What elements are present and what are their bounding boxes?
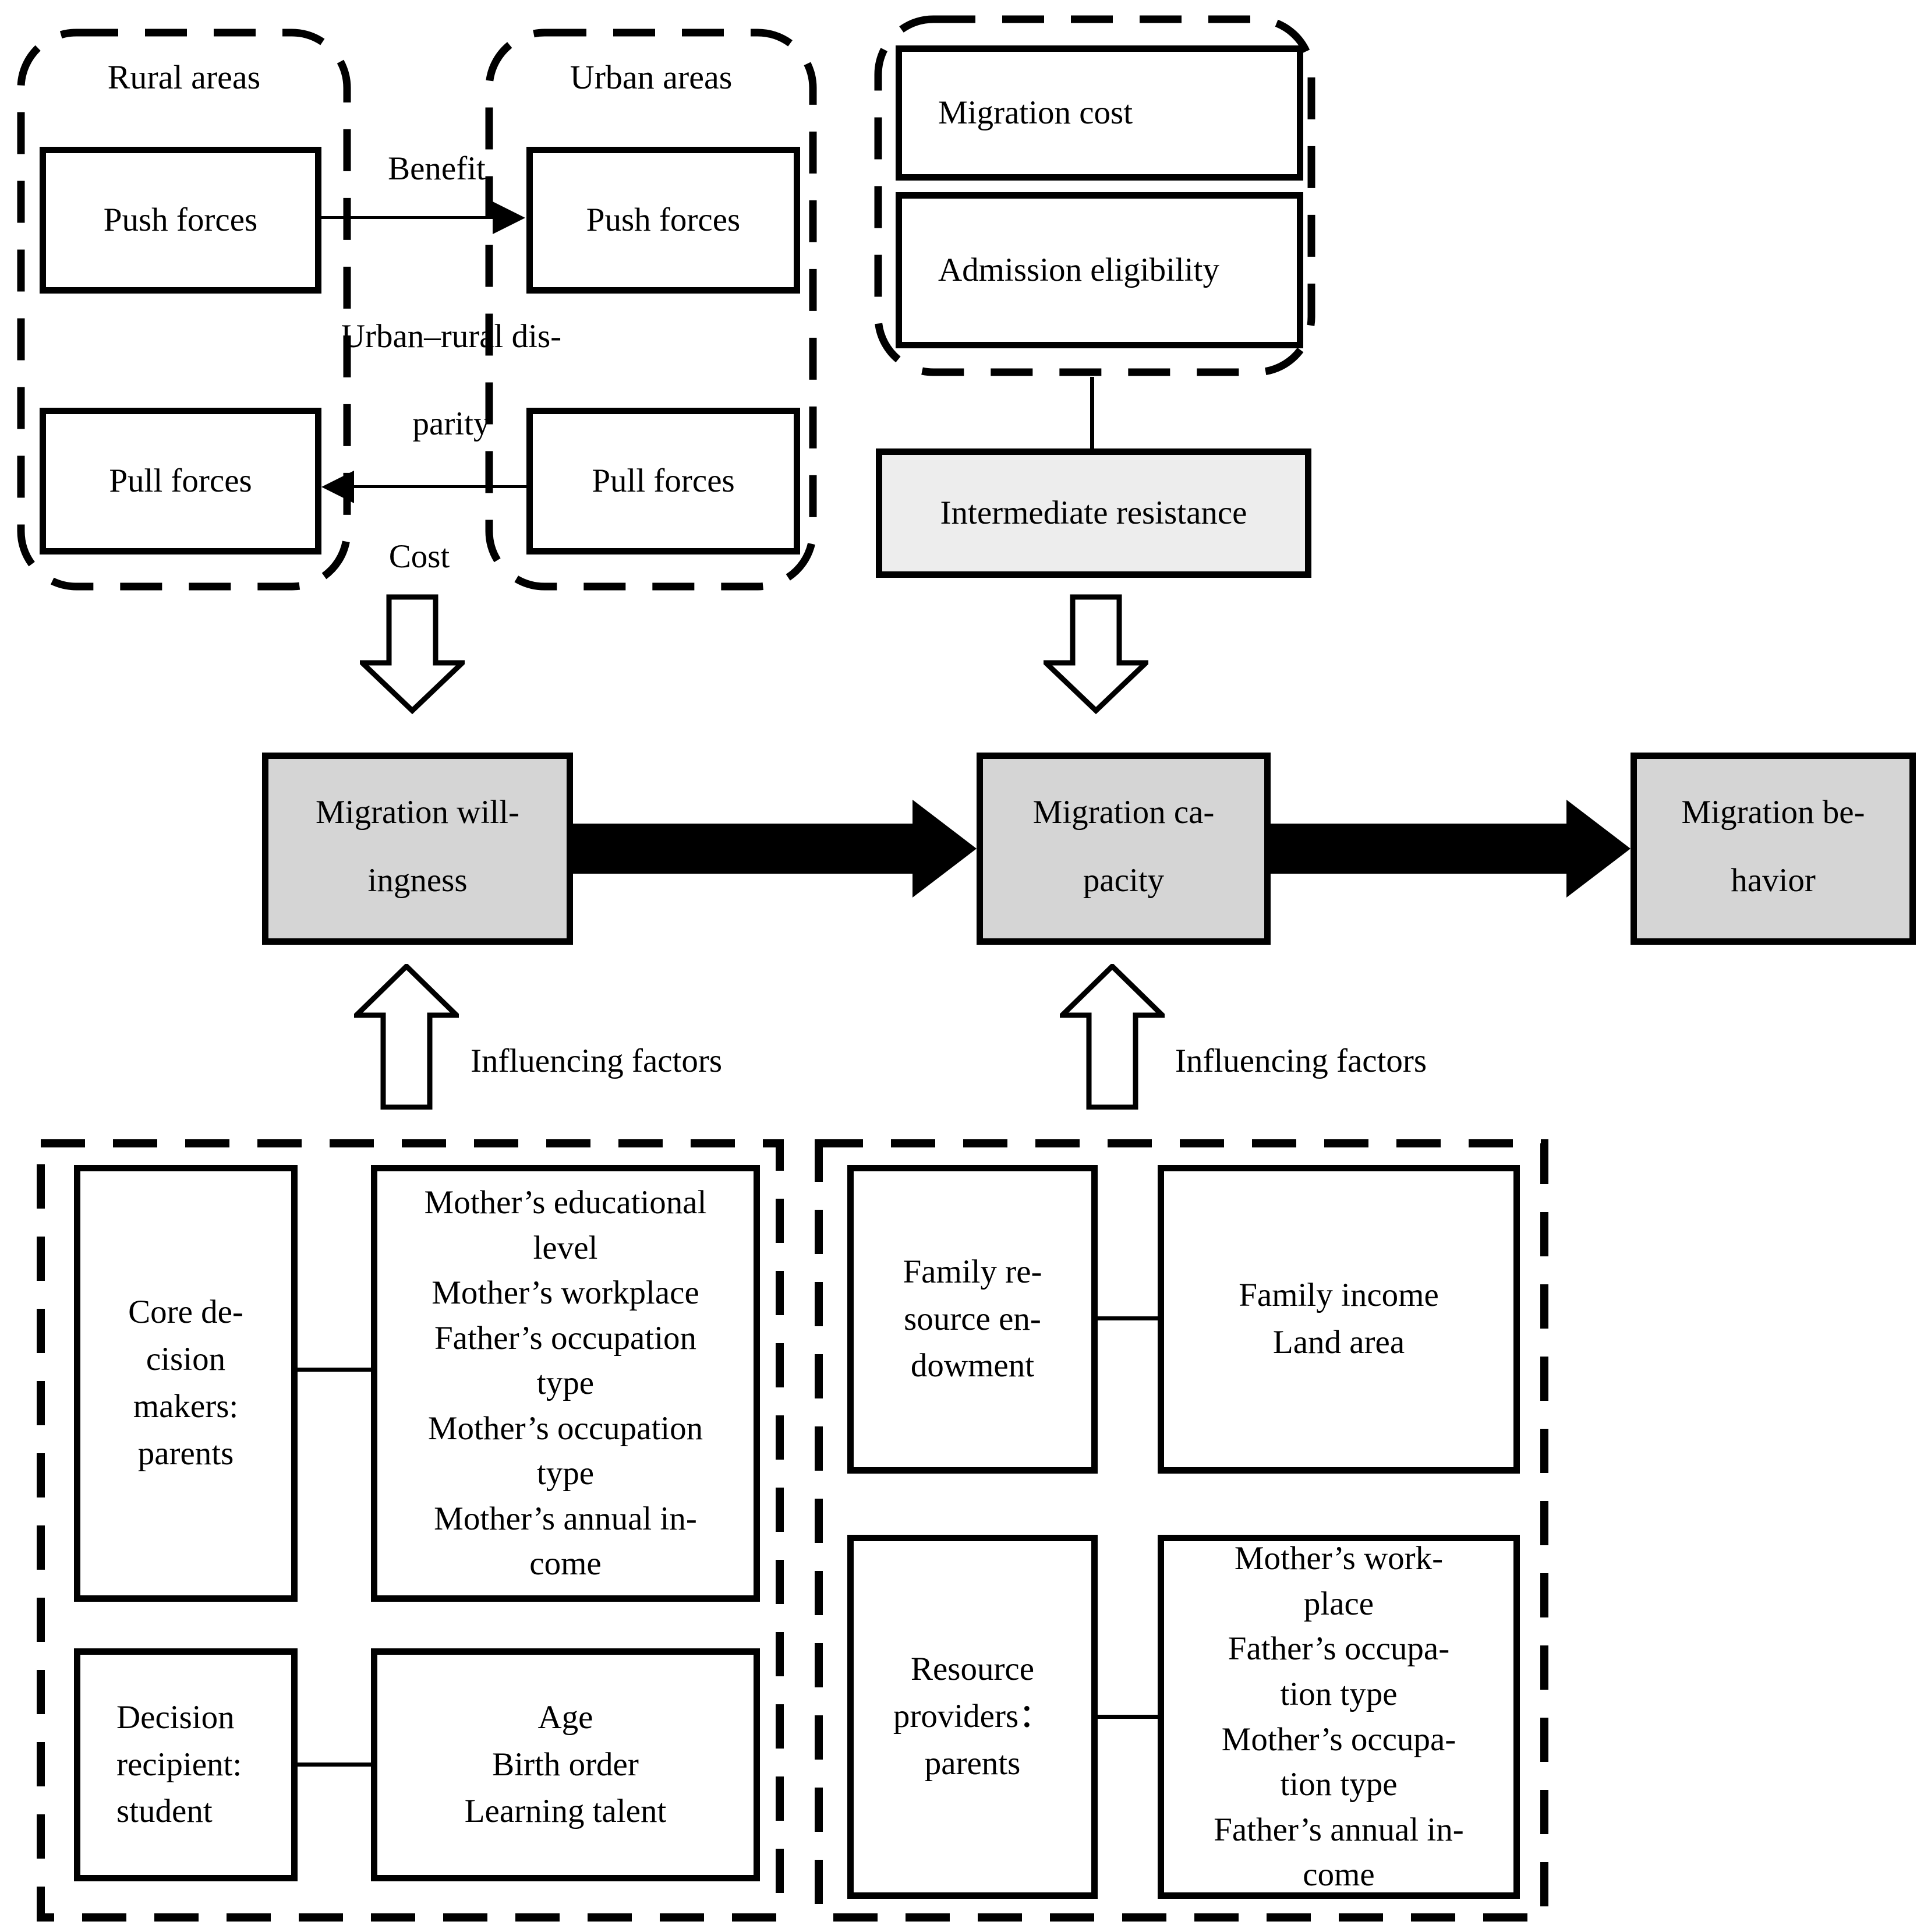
rural-pull-forces-box: Pull forces — [40, 408, 321, 554]
family-factors-label: Family income Land area — [1239, 1277, 1439, 1361]
migration-cost-label: Migration cost — [938, 94, 1133, 131]
providers-connector-line — [1098, 1715, 1158, 1719]
up-block-arrow-right-icon — [1060, 964, 1165, 1110]
migration-willingness-line2: ingness — [367, 862, 468, 899]
urban-push-forces-box: Push forces — [526, 147, 800, 294]
core-decision-makers-box: Core de- cision makers: parents — [74, 1165, 298, 1602]
recipient-connector-line — [298, 1763, 371, 1767]
providers-factors-label: Mother’s work- place Father’s occupa- ti… — [1214, 1540, 1464, 1894]
down-block-arrow-right-icon — [1044, 594, 1148, 715]
thick-arrow-1-shaft — [573, 824, 914, 874]
resistance-connector-line — [1090, 377, 1094, 448]
parents-factors-label: Mother’s educational level Mother’s work… — [424, 1184, 707, 1583]
family-resource-label: Family re- source en- dowment — [903, 1253, 1042, 1384]
migration-cost-box: Migration cost — [896, 45, 1303, 181]
migration-capacity-line1: Migration ca- — [1032, 794, 1215, 831]
migration-willingness-box: Migration will- ingness — [262, 753, 573, 945]
resource-providers-box: Resource providers： parents — [847, 1535, 1098, 1899]
family-resource-box: Family re- source en- dowment — [847, 1165, 1098, 1474]
cost-label: Cost — [388, 538, 450, 575]
benefit-arrow-line — [321, 216, 496, 219]
thick-arrow-2-shaft — [1271, 824, 1566, 874]
thick-arrow-2-head-icon — [1566, 800, 1631, 898]
rural-pull-forces-label: Pull forces — [109, 462, 252, 499]
rural-push-forces-label: Push forces — [103, 201, 258, 238]
benefit-arrowhead-icon — [493, 202, 525, 234]
influencing-factors-left-label: Influencing factors — [471, 1043, 723, 1079]
migration-behavior-box: Migration be- havior — [1631, 753, 1916, 945]
student-factors-box: Age Birth order Learning talent — [371, 1648, 760, 1881]
rural-push-forces-box: Push forces — [40, 147, 321, 294]
migration-behavior-line1: Migration be- — [1681, 794, 1865, 831]
capacity-factors-dashed-outline — [815, 1139, 1548, 1922]
providers-factors-box: Mother’s work- place Father’s occupa- ti… — [1158, 1535, 1520, 1899]
disparity-label-line1: Urban–rural dis- — [341, 318, 562, 355]
urban-pull-forces-label: Pull forces — [592, 462, 735, 499]
core-makers-connector-line — [298, 1368, 371, 1372]
urban-pull-forces-box: Pull forces — [526, 408, 800, 554]
rural-areas-title: Rural areas — [107, 58, 261, 96]
rural-areas-dashed-outline — [17, 29, 351, 591]
student-factors-label: Age Birth order Learning talent — [464, 1698, 667, 1830]
migration-capacity-box: Migration ca- pacity — [977, 753, 1271, 945]
admission-eligibility-box: Admission eligibility — [896, 192, 1303, 348]
core-decision-makers-label: Core de- cision makers: parents — [128, 1294, 243, 1472]
cost-arrowhead-icon — [321, 471, 354, 503]
disparity-label-line2: parity — [412, 405, 490, 442]
admission-eligibility-label: Admission eligibility — [938, 251, 1219, 288]
urban-areas-title: Urban areas — [570, 58, 733, 96]
intermediate-resistance-box: Intermediate resistance — [876, 448, 1311, 578]
urban-push-forces-label: Push forces — [586, 201, 741, 238]
family-factors-box: Family income Land area — [1158, 1165, 1520, 1474]
migration-willingness-line1: Migration will- — [316, 794, 519, 831]
resistance-dashed-outline — [874, 15, 1315, 376]
parents-factors-box: Mother’s educational level Mother’s work… — [371, 1165, 760, 1602]
migration-behavior-line2: havior — [1731, 862, 1816, 899]
family-resource-connector-line — [1098, 1316, 1158, 1320]
willingness-factors-dashed-outline — [37, 1139, 784, 1922]
down-block-arrow-left-icon — [360, 594, 465, 715]
decision-recipient-label: Decision recipient: student — [116, 1698, 242, 1830]
thick-arrow-1-head-icon — [913, 800, 977, 898]
urban-areas-dashed-outline — [485, 29, 817, 591]
influencing-factors-right-label: Influencing factors — [1175, 1043, 1427, 1079]
decision-recipient-box: Decision recipient: student — [74, 1648, 298, 1881]
up-block-arrow-left-icon — [354, 964, 459, 1110]
benefit-label: Benefit — [388, 150, 486, 187]
intermediate-resistance-label: Intermediate resistance — [940, 494, 1247, 531]
resource-providers-label: Resource providers： parents — [893, 1651, 1052, 1782]
migration-capacity-line2: pacity — [1083, 862, 1165, 899]
cost-arrow-line — [354, 485, 526, 488]
